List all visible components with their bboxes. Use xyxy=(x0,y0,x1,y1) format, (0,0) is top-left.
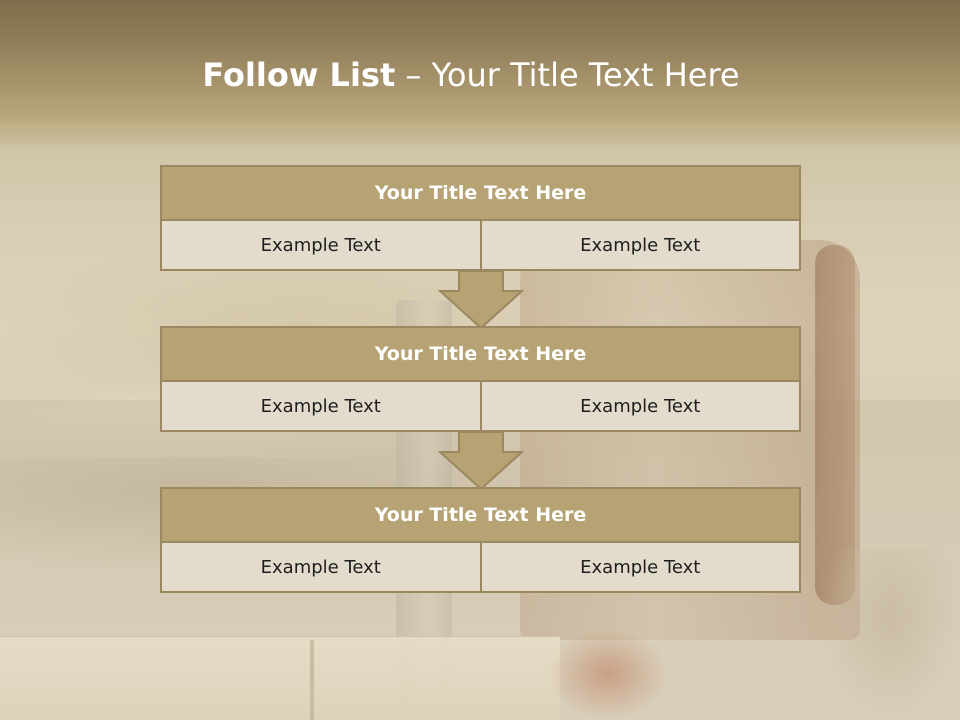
block-cell-right: Example Text xyxy=(481,382,801,432)
block-cell-left: Example Text xyxy=(160,221,482,271)
background-vine xyxy=(820,548,960,720)
block-row: Example Text Example Text xyxy=(160,382,801,432)
block-title: Your Title Text Here xyxy=(160,487,801,543)
background-barrel-band xyxy=(815,245,855,605)
block-row: Example Text Example Text xyxy=(160,221,801,271)
block-cell-left: Example Text xyxy=(160,382,482,432)
block-title: Your Title Text Here xyxy=(160,165,801,221)
block-cell-right: Example Text xyxy=(481,543,801,593)
block-cell-right: Example Text xyxy=(481,221,801,271)
block-row: Example Text Example Text xyxy=(160,543,801,593)
list-block-3: Your Title Text Here Example Text Exampl… xyxy=(160,487,801,593)
list-block-2: Your Title Text Here Example Text Exampl… xyxy=(160,326,801,432)
block-cell-left: Example Text xyxy=(160,543,482,593)
background-leaf xyxy=(548,628,668,720)
down-arrow-icon xyxy=(438,432,524,490)
title-rest: Your Title Text Here xyxy=(431,56,740,94)
background-table-seam xyxy=(310,640,314,720)
title-bold: Follow List xyxy=(202,56,396,94)
block-title: Your Title Text Here xyxy=(160,326,801,382)
list-block-1: Your Title Text Here Example Text Exampl… xyxy=(160,165,801,271)
title-separator: – xyxy=(395,56,432,94)
header-band xyxy=(0,0,960,150)
down-arrow-icon xyxy=(438,271,524,329)
background-table xyxy=(0,636,560,720)
slide-title: Follow List – Your Title Text Here xyxy=(0,52,942,98)
